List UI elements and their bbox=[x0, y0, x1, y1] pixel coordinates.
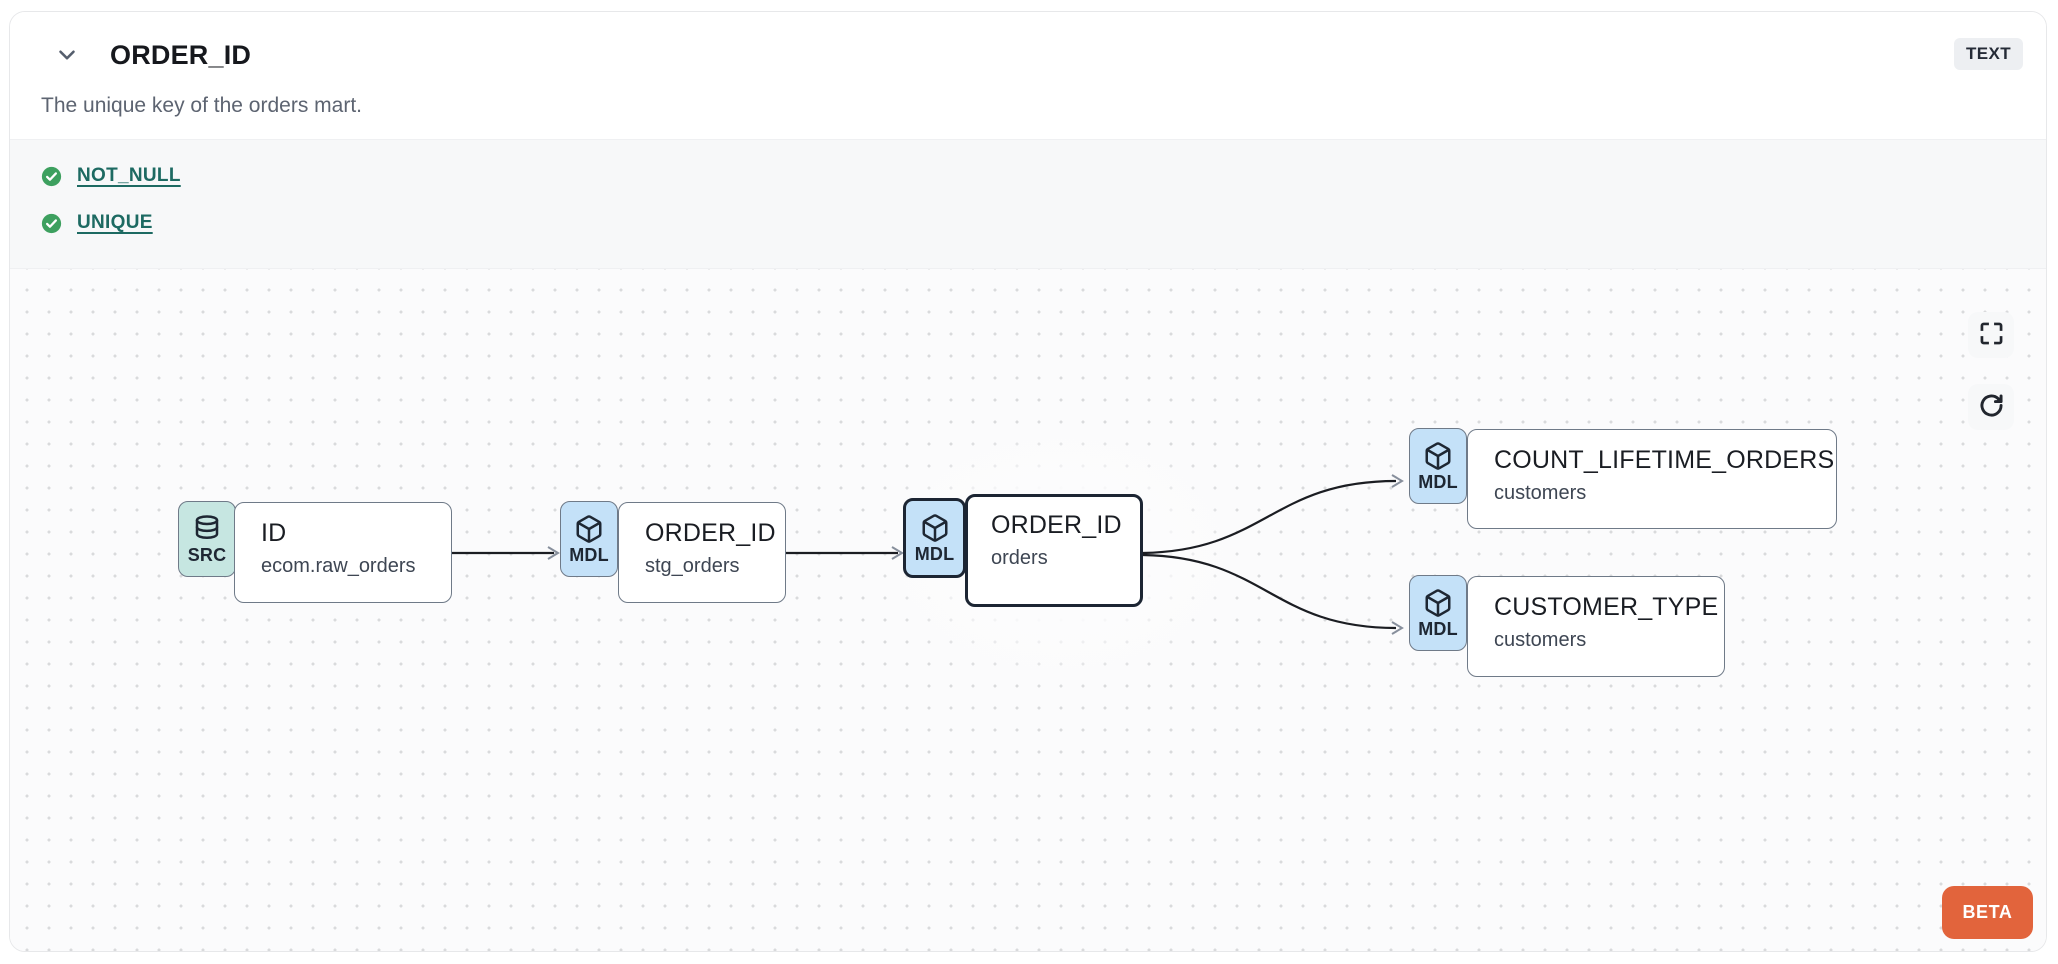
node-badge-label: MDL bbox=[914, 544, 955, 564]
node-subtitle: ecom.raw_orders bbox=[261, 555, 416, 577]
node-title: ID bbox=[261, 519, 287, 547]
node-badge-count-lifetime-orders[interactable]: MDL bbox=[1409, 428, 1467, 504]
node-title: COUNT_LIFETIME_ORDERS bbox=[1494, 446, 1835, 474]
test-row: UNIQUE bbox=[41, 212, 2015, 234]
node-subtitle: orders bbox=[991, 547, 1048, 569]
node-badge-customer-type[interactable]: MDL bbox=[1409, 575, 1467, 651]
cube-icon bbox=[574, 514, 604, 544]
node-subtitle: stg_orders bbox=[645, 555, 740, 577]
test-link-not-null[interactable]: NOT_NULL bbox=[77, 165, 181, 186]
cube-icon bbox=[1423, 441, 1453, 471]
refresh-button[interactable] bbox=[1968, 384, 2014, 430]
page-title: ORDER_ID bbox=[110, 40, 252, 70]
lineage-node-customer-type[interactable]: CUSTOMER_TYPE customers bbox=[1467, 576, 1725, 677]
cube-icon bbox=[920, 513, 950, 543]
node-badge-label: MDL bbox=[1418, 619, 1458, 639]
tests-section: NOT_NULL UNIQUE bbox=[10, 139, 2046, 269]
maximize-icon bbox=[1978, 320, 2005, 350]
lineage-edges bbox=[452, 474, 1404, 635]
node-badge-label: MDL bbox=[1418, 472, 1458, 492]
lineage-node-count-lifetime-orders[interactable]: COUNT_LIFETIME_ORDERS customers bbox=[1467, 429, 1837, 529]
node-title: ORDER_ID bbox=[991, 511, 1122, 539]
lineage-node-source[interactable]: ID ecom.raw_orders bbox=[234, 502, 452, 603]
fullscreen-button[interactable] bbox=[1968, 312, 2014, 358]
chevron-down-icon[interactable] bbox=[54, 42, 80, 68]
header: ORDER_ID The unique key of the orders ma… bbox=[10, 12, 2046, 139]
node-badge-staging[interactable]: MDL bbox=[560, 501, 618, 577]
node-badge-label: MDL bbox=[569, 545, 609, 565]
beta-badge: BETA bbox=[1942, 886, 2033, 939]
column-detail-card: ORDER_ID The unique key of the orders ma… bbox=[9, 11, 2047, 952]
lineage-canvas[interactable]: SRC ID ecom.raw_orders MDL ORDER_ID stg_… bbox=[10, 269, 2046, 951]
test-link-unique[interactable]: UNIQUE bbox=[77, 212, 153, 233]
node-badge-mart[interactable]: MDL bbox=[903, 498, 966, 578]
node-badge-source[interactable]: SRC bbox=[178, 501, 236, 577]
check-circle-icon bbox=[41, 166, 62, 187]
node-subtitle: customers bbox=[1494, 629, 1587, 651]
node-title: CUSTOMER_TYPE bbox=[1494, 593, 1719, 621]
database-icon bbox=[192, 514, 222, 544]
lineage-node-mart[interactable]: ORDER_ID orders bbox=[965, 494, 1143, 607]
node-badge-label: SRC bbox=[187, 545, 227, 565]
data-type-badge: TEXT bbox=[1953, 38, 2023, 70]
lineage-node-staging[interactable]: ORDER_ID stg_orders bbox=[618, 502, 786, 603]
column-description: The unique key of the orders mart. bbox=[41, 94, 362, 117]
refresh-icon bbox=[1978, 392, 2005, 422]
node-subtitle: customers bbox=[1494, 482, 1587, 504]
check-circle-icon bbox=[41, 213, 62, 234]
test-row: NOT_NULL bbox=[41, 165, 2015, 187]
node-title: ORDER_ID bbox=[645, 519, 776, 547]
cube-icon bbox=[1423, 588, 1453, 618]
